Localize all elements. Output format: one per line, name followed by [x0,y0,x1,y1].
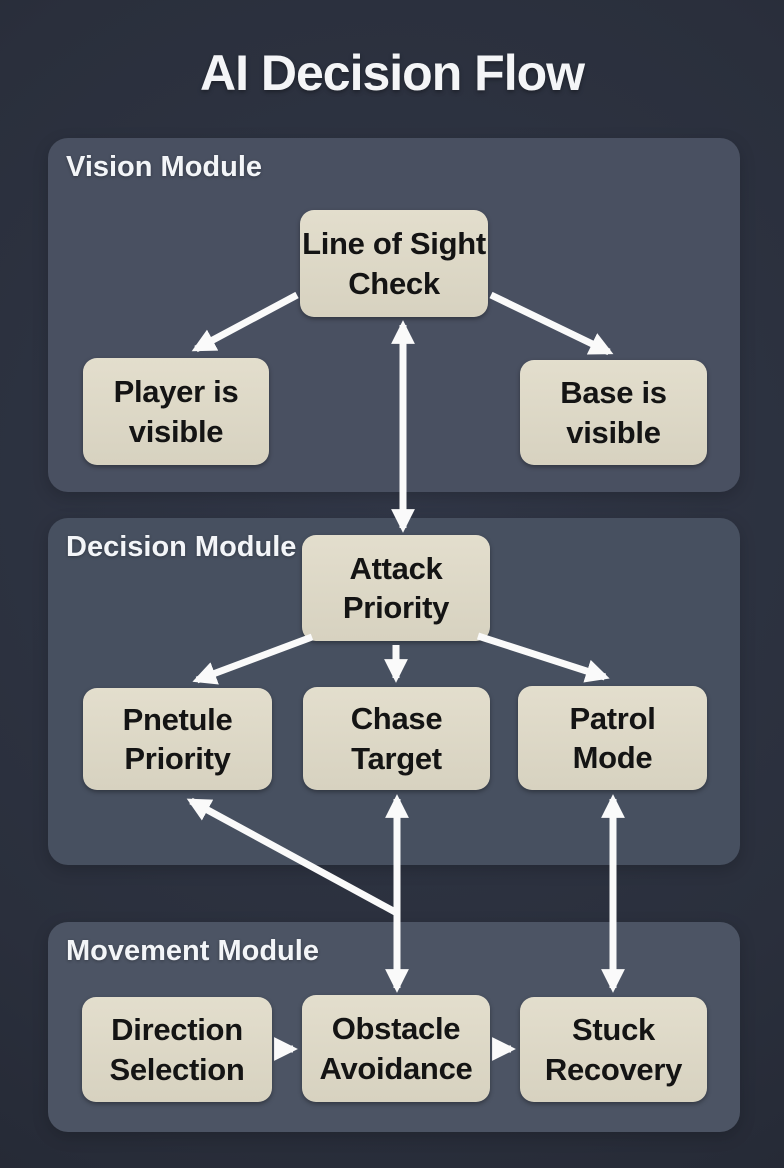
module-label-decision: Decision Module [66,531,297,563]
node-pnetule-priority: Pnetule Priority [83,688,272,790]
node-label: Patrol Mode [569,700,656,775]
node-label: Chase Target [350,701,443,776]
module-label-movement: Movement Module [66,935,319,967]
node-label: Stuck Recovery [544,1012,683,1087]
node-chase-target: Chase Target [303,687,490,790]
node-stuck-recovery: Stuck Recovery [520,997,707,1102]
node-direction-selection: Direction Selection [82,997,272,1102]
node-player-is-visible: Player is visible [83,358,269,465]
node-label: Attack Priority [342,550,450,625]
node-line-of-sight-check: Line of Sight Check [300,210,488,317]
module-label-vision: Vision Module [66,151,263,183]
node-patrol-mode: Patrol Mode [518,686,707,790]
node-label: Base is visible [560,375,667,450]
node-label: Line of Sight Check [302,226,486,301]
node-label: Player is visible [113,374,239,449]
node-label: Pnetule Priority [122,701,233,776]
node-attack-priority: Attack Priority [302,535,490,641]
node-obstacle-avoidance: Obstacle Avoidance [302,995,490,1102]
node-base-is-visible: Base is visible [520,360,707,465]
node-label: Direction Selection [109,1012,245,1087]
node-label: Obstacle Avoidance [319,1011,473,1086]
diagram-title: AI Decision Flow [199,45,585,101]
